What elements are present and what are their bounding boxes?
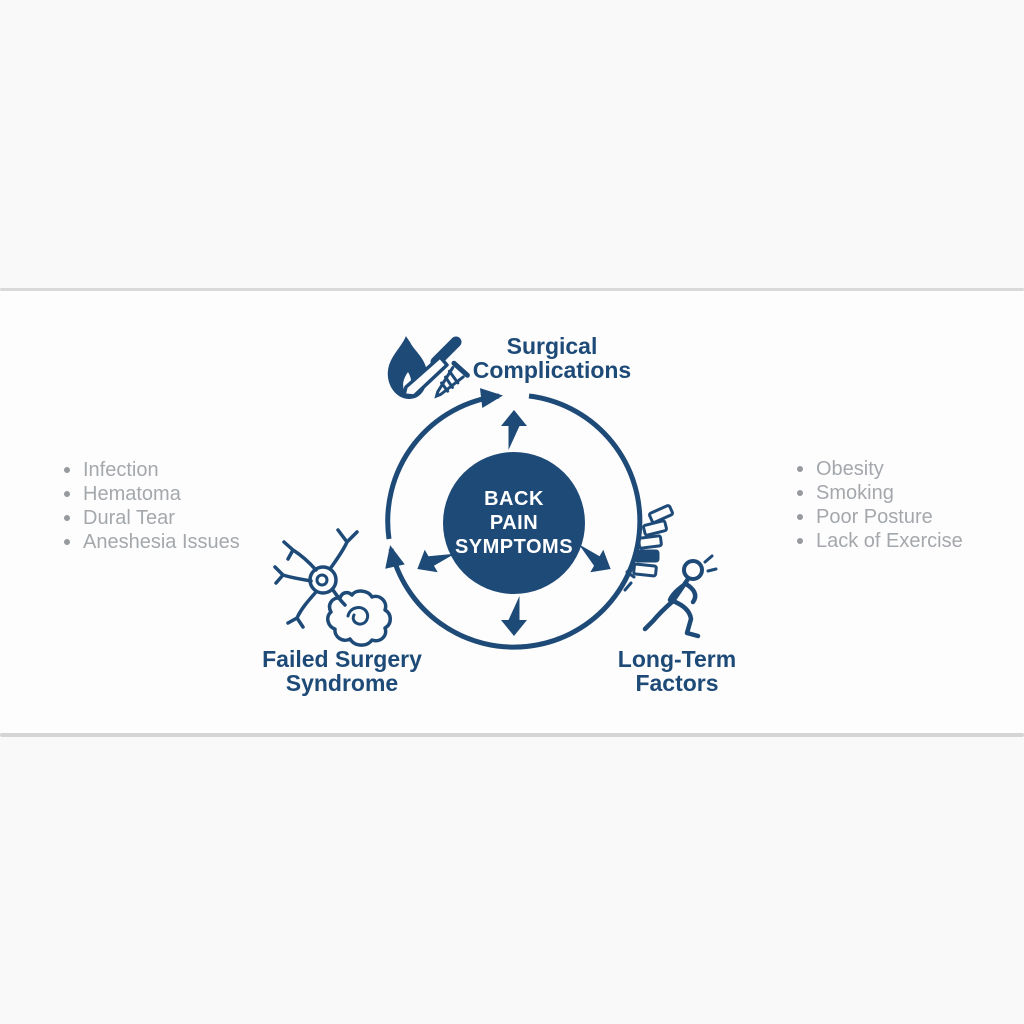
list-item: Infection — [60, 458, 240, 482]
list-item: Hematoma — [60, 482, 240, 506]
node-label-long-term-factors: Long-Term Factors — [567, 647, 787, 695]
center-node-line: SYMPTOMS — [454, 536, 574, 558]
divider-top — [0, 288, 1024, 291]
node-label-line: Failed Surgery — [262, 646, 422, 672]
spine-runner-icon — [623, 504, 718, 639]
nerve-scar-icon — [273, 528, 392, 647]
arrow-down-icon — [501, 596, 527, 636]
flame-scalpel-screw-icon — [387, 336, 470, 399]
list-item: Lack of Exercise — [793, 529, 963, 553]
list-item: Smoking — [793, 481, 963, 505]
list-item: Obesity — [793, 457, 963, 481]
node-label-failed-surgery-syndrome: Failed Surgery Syndrome — [222, 647, 462, 695]
node-label-surgical-complications: Surgical Complications — [432, 334, 672, 382]
center-node-line: PAIN — [489, 512, 539, 534]
surgical-complications-list: Infection Hematoma Dural Tear Aneshesia … — [60, 458, 240, 554]
node-label-line: Syndrome — [285, 670, 399, 696]
center-node-line: BACK — [484, 488, 544, 510]
list-item: Dural Tear — [60, 506, 240, 530]
node-label-line: Factors — [635, 670, 719, 696]
center-node-back-pain-symptoms: BACK PAIN SYMPTOMS — [443, 452, 585, 594]
arrow-up-icon — [501, 410, 527, 450]
divider-bottom — [0, 733, 1024, 737]
list-item: Poor Posture — [793, 505, 963, 529]
node-label-line: Long-Term — [617, 646, 737, 672]
cycle-ring — [385, 388, 643, 650]
long-term-factors-list: Obesity Smoking Poor Posture Lack of Exe… — [793, 457, 963, 553]
list-item: Aneshesia Issues — [60, 530, 240, 554]
node-label-line: Surgical — [506, 333, 598, 359]
node-label-line: Complications — [472, 357, 632, 383]
